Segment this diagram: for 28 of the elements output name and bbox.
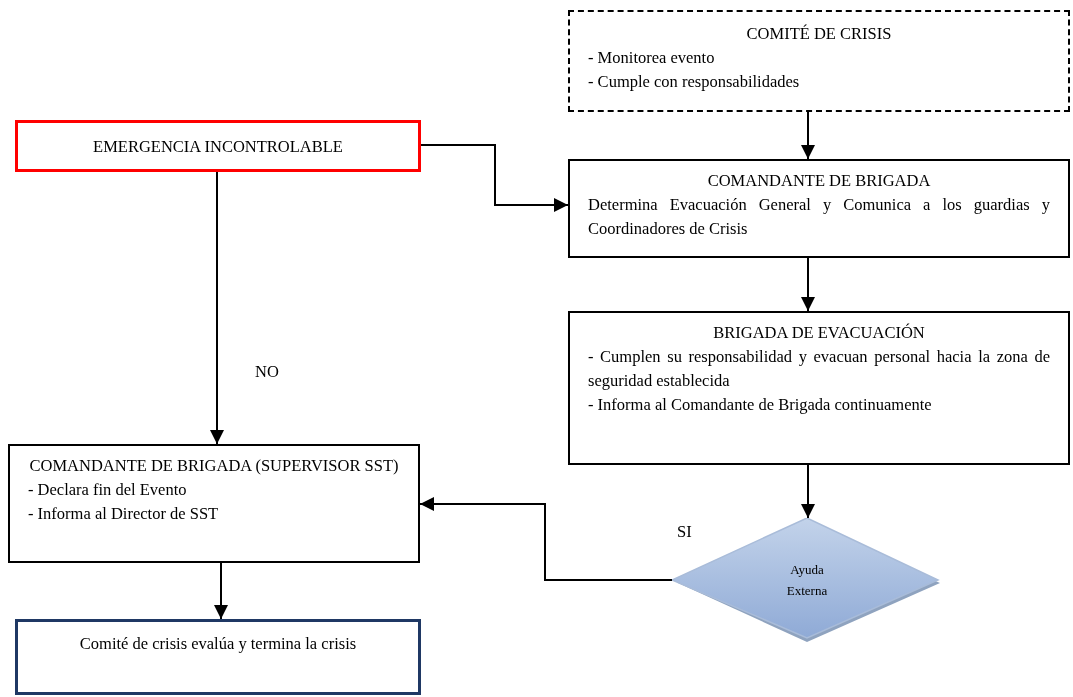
box-text: - Monitorea evento [588, 47, 716, 69]
box-text: - Cumple con responsabilidades [588, 71, 801, 93]
process-box [568, 159, 1070, 258]
box-heading: COMITÉ DE CRISIS [745, 23, 893, 45]
box-heading: COMANDANTE DE BRIGADA (SUPERVISOR SST) [28, 455, 400, 477]
box-text: - Declara fin del Evento [28, 479, 188, 501]
team-box [568, 10, 1070, 112]
arrow [419, 497, 673, 581]
process-box [568, 311, 1070, 465]
box-heading: COMANDANTE DE BRIGADA [706, 170, 932, 192]
arrow [420, 144, 569, 212]
arrow [801, 257, 815, 312]
box-text: - Informa al Director de SST [28, 503, 220, 525]
arrow [210, 171, 224, 445]
arrow [801, 111, 815, 160]
arrow [801, 464, 815, 519]
arrow [214, 562, 228, 620]
end-box [15, 619, 421, 695]
box-heading: Comité de crisis evalúa y termina la crisis [78, 633, 358, 655]
box-text: - Cumplen su responsabilidad y evacuan personal hacia la zona de seguridad establecida [588, 346, 1050, 392]
box-text: - Informa al Comandante de Brigada continuamente [588, 394, 933, 416]
decision-label: Ayuda Externa [785, 561, 829, 600]
box-heading: BRIGADA DE EVACUACIÓN [712, 322, 926, 344]
process-box [8, 444, 420, 563]
decision-diamond [672, 518, 942, 642]
box-text: Determina Evacuación General y Comunica a los guardias y Coordinadores de Crisis [588, 194, 1050, 240]
box-heading: EMERGENCIA INCONTROLABLE [92, 136, 344, 158]
start-box [15, 120, 421, 172]
